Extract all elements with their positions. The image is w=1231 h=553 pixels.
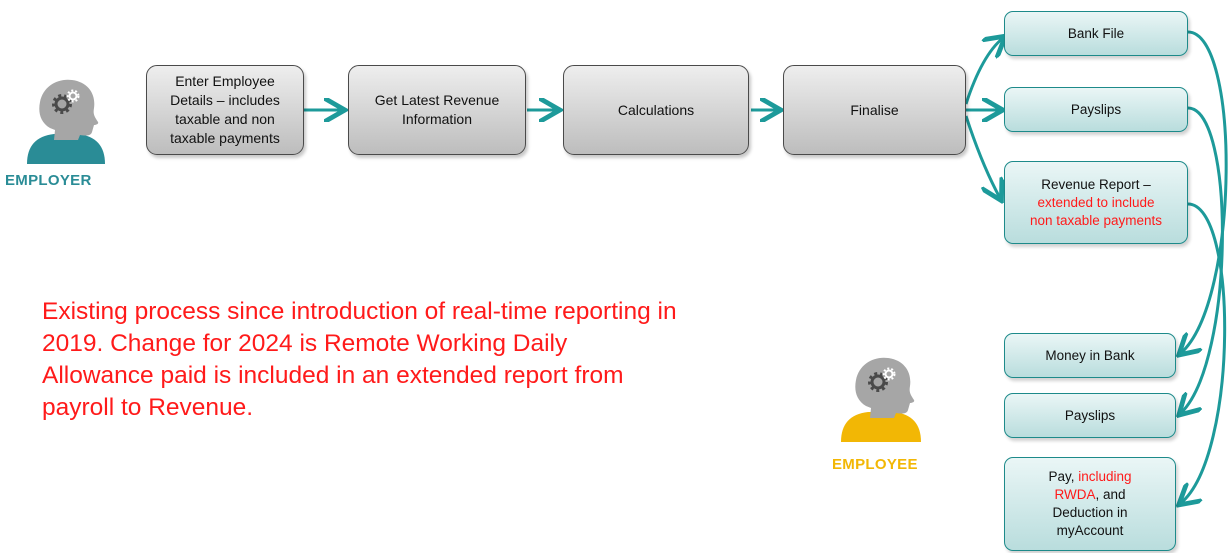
arrow-revenue-myaccount xyxy=(1181,202,1227,503)
arrow-finalise-revenue-report xyxy=(964,115,1000,198)
step-label: Calculations xyxy=(617,101,695,118)
step-enter-employee-details[interactable]: Enter Employee Details – includes taxabl… xyxy=(146,65,304,155)
output-label: Pay, including RWDA, and Deduction in my… xyxy=(1005,468,1175,540)
step-finalise[interactable]: Finalise xyxy=(783,65,966,155)
step-get-latest-revenue-information[interactable]: Get Latest Revenue Information xyxy=(348,65,526,155)
revenue-report-label: Revenue Report – xyxy=(1041,176,1151,192)
employee-label: EMPLOYEE xyxy=(832,456,918,473)
output-payslips-employee[interactable]: Payslips xyxy=(1004,393,1176,438)
pay-label-b: , and Deduction in myAccount xyxy=(1052,487,1128,538)
pay-label-a: Pay, xyxy=(1048,469,1079,484)
arrow-finalise-bankfile xyxy=(964,38,1003,105)
employee-actor: EMPLOYEE xyxy=(832,350,936,473)
revenue-report-extension-note: extended to include non taxable payments xyxy=(1029,194,1163,228)
output-money-in-bank[interactable]: Money in Bank xyxy=(1004,333,1176,378)
step-label: Enter Employee Details – includes taxabl… xyxy=(170,73,280,146)
process-note: Existing process since introduction of r… xyxy=(42,298,677,421)
output-label: Revenue Report – extended to include non… xyxy=(1005,176,1187,230)
employer-actor: EMPLOYER xyxy=(5,74,120,194)
step-label: Get Latest Revenue Information xyxy=(374,92,500,127)
output-label: Bank File xyxy=(1067,25,1125,41)
person-with-gear-icon xyxy=(27,79,105,164)
output-label: Payslips xyxy=(1070,101,1122,117)
step-calculations[interactable]: Calculations xyxy=(563,65,749,155)
output-payslips-employer[interactable]: Payslips xyxy=(1004,87,1188,132)
employer-label: EMPLOYER xyxy=(5,172,92,189)
output-label: Payslips xyxy=(1064,407,1116,423)
output-revenue-report[interactable]: Revenue Report – extended to include non… xyxy=(1004,161,1188,244)
person-with-gear-icon xyxy=(841,357,921,442)
output-pay-in-myaccount[interactable]: Pay, including RWDA, and Deduction in my… xyxy=(1004,457,1176,551)
arrow-bankfile-money xyxy=(1181,30,1228,353)
pay-label-rwda: including RWDA xyxy=(1054,469,1132,502)
step-label: Finalise xyxy=(850,101,899,118)
output-label: Money in Bank xyxy=(1045,347,1135,363)
arrow-payslips-payslips xyxy=(1181,106,1224,413)
output-bank-file[interactable]: Bank File xyxy=(1004,11,1188,56)
